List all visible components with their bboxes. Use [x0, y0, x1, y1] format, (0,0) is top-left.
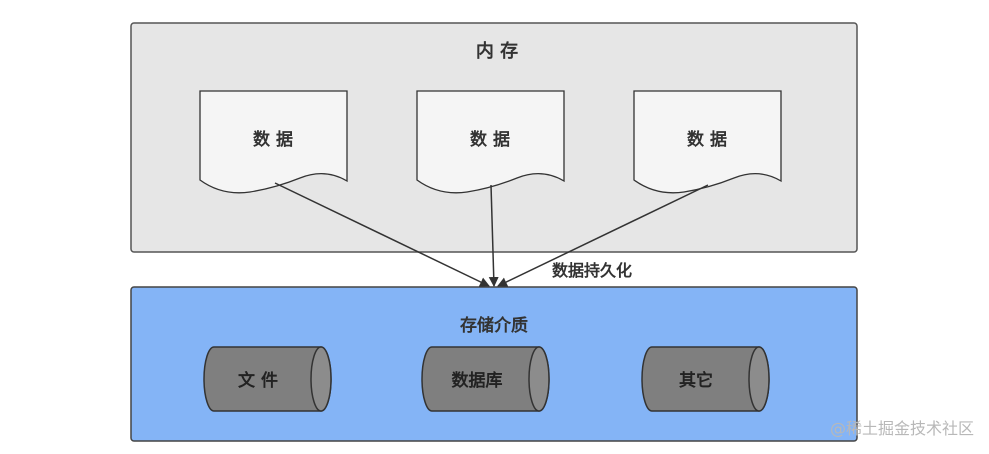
document-1: 数 据 [199, 90, 348, 194]
media-file: 文 件 [203, 346, 332, 412]
persistence-label: 数据持久化 [552, 261, 632, 280]
media-database-cylinder-end [528, 346, 550, 412]
document-3-shape [633, 90, 782, 194]
document-3-label: 数 据 [687, 129, 727, 150]
document-1-label: 数 据 [253, 129, 293, 150]
document-3: 数 据 [633, 90, 782, 194]
arrow-from-document-3 [497, 184, 709, 287]
document-2-label: 数 据 [470, 129, 510, 150]
media-database: 数据库 [421, 346, 550, 412]
media-other-label: 其它 [679, 370, 713, 391]
watermark-text: @稀土掘金技术社区 [830, 419, 974, 438]
document-1-shape [199, 90, 348, 194]
media-other-cylinder-end [748, 346, 770, 412]
arrow-from-document-1 [274, 182, 490, 287]
document-2-shape [416, 90, 565, 194]
media-database-label: 数据库 [452, 370, 503, 391]
storage-title: 存储介质 [460, 315, 528, 336]
media-file-cylinder-end [310, 346, 332, 412]
arrow-from-document-2 [488, 184, 499, 287]
memory-title: 内 存 [476, 40, 518, 62]
media-other: 其它 [641, 346, 770, 412]
persistence-arrows [274, 182, 709, 287]
media-file-label: 文 件 [238, 370, 278, 391]
document-2: 数 据 [416, 90, 565, 194]
